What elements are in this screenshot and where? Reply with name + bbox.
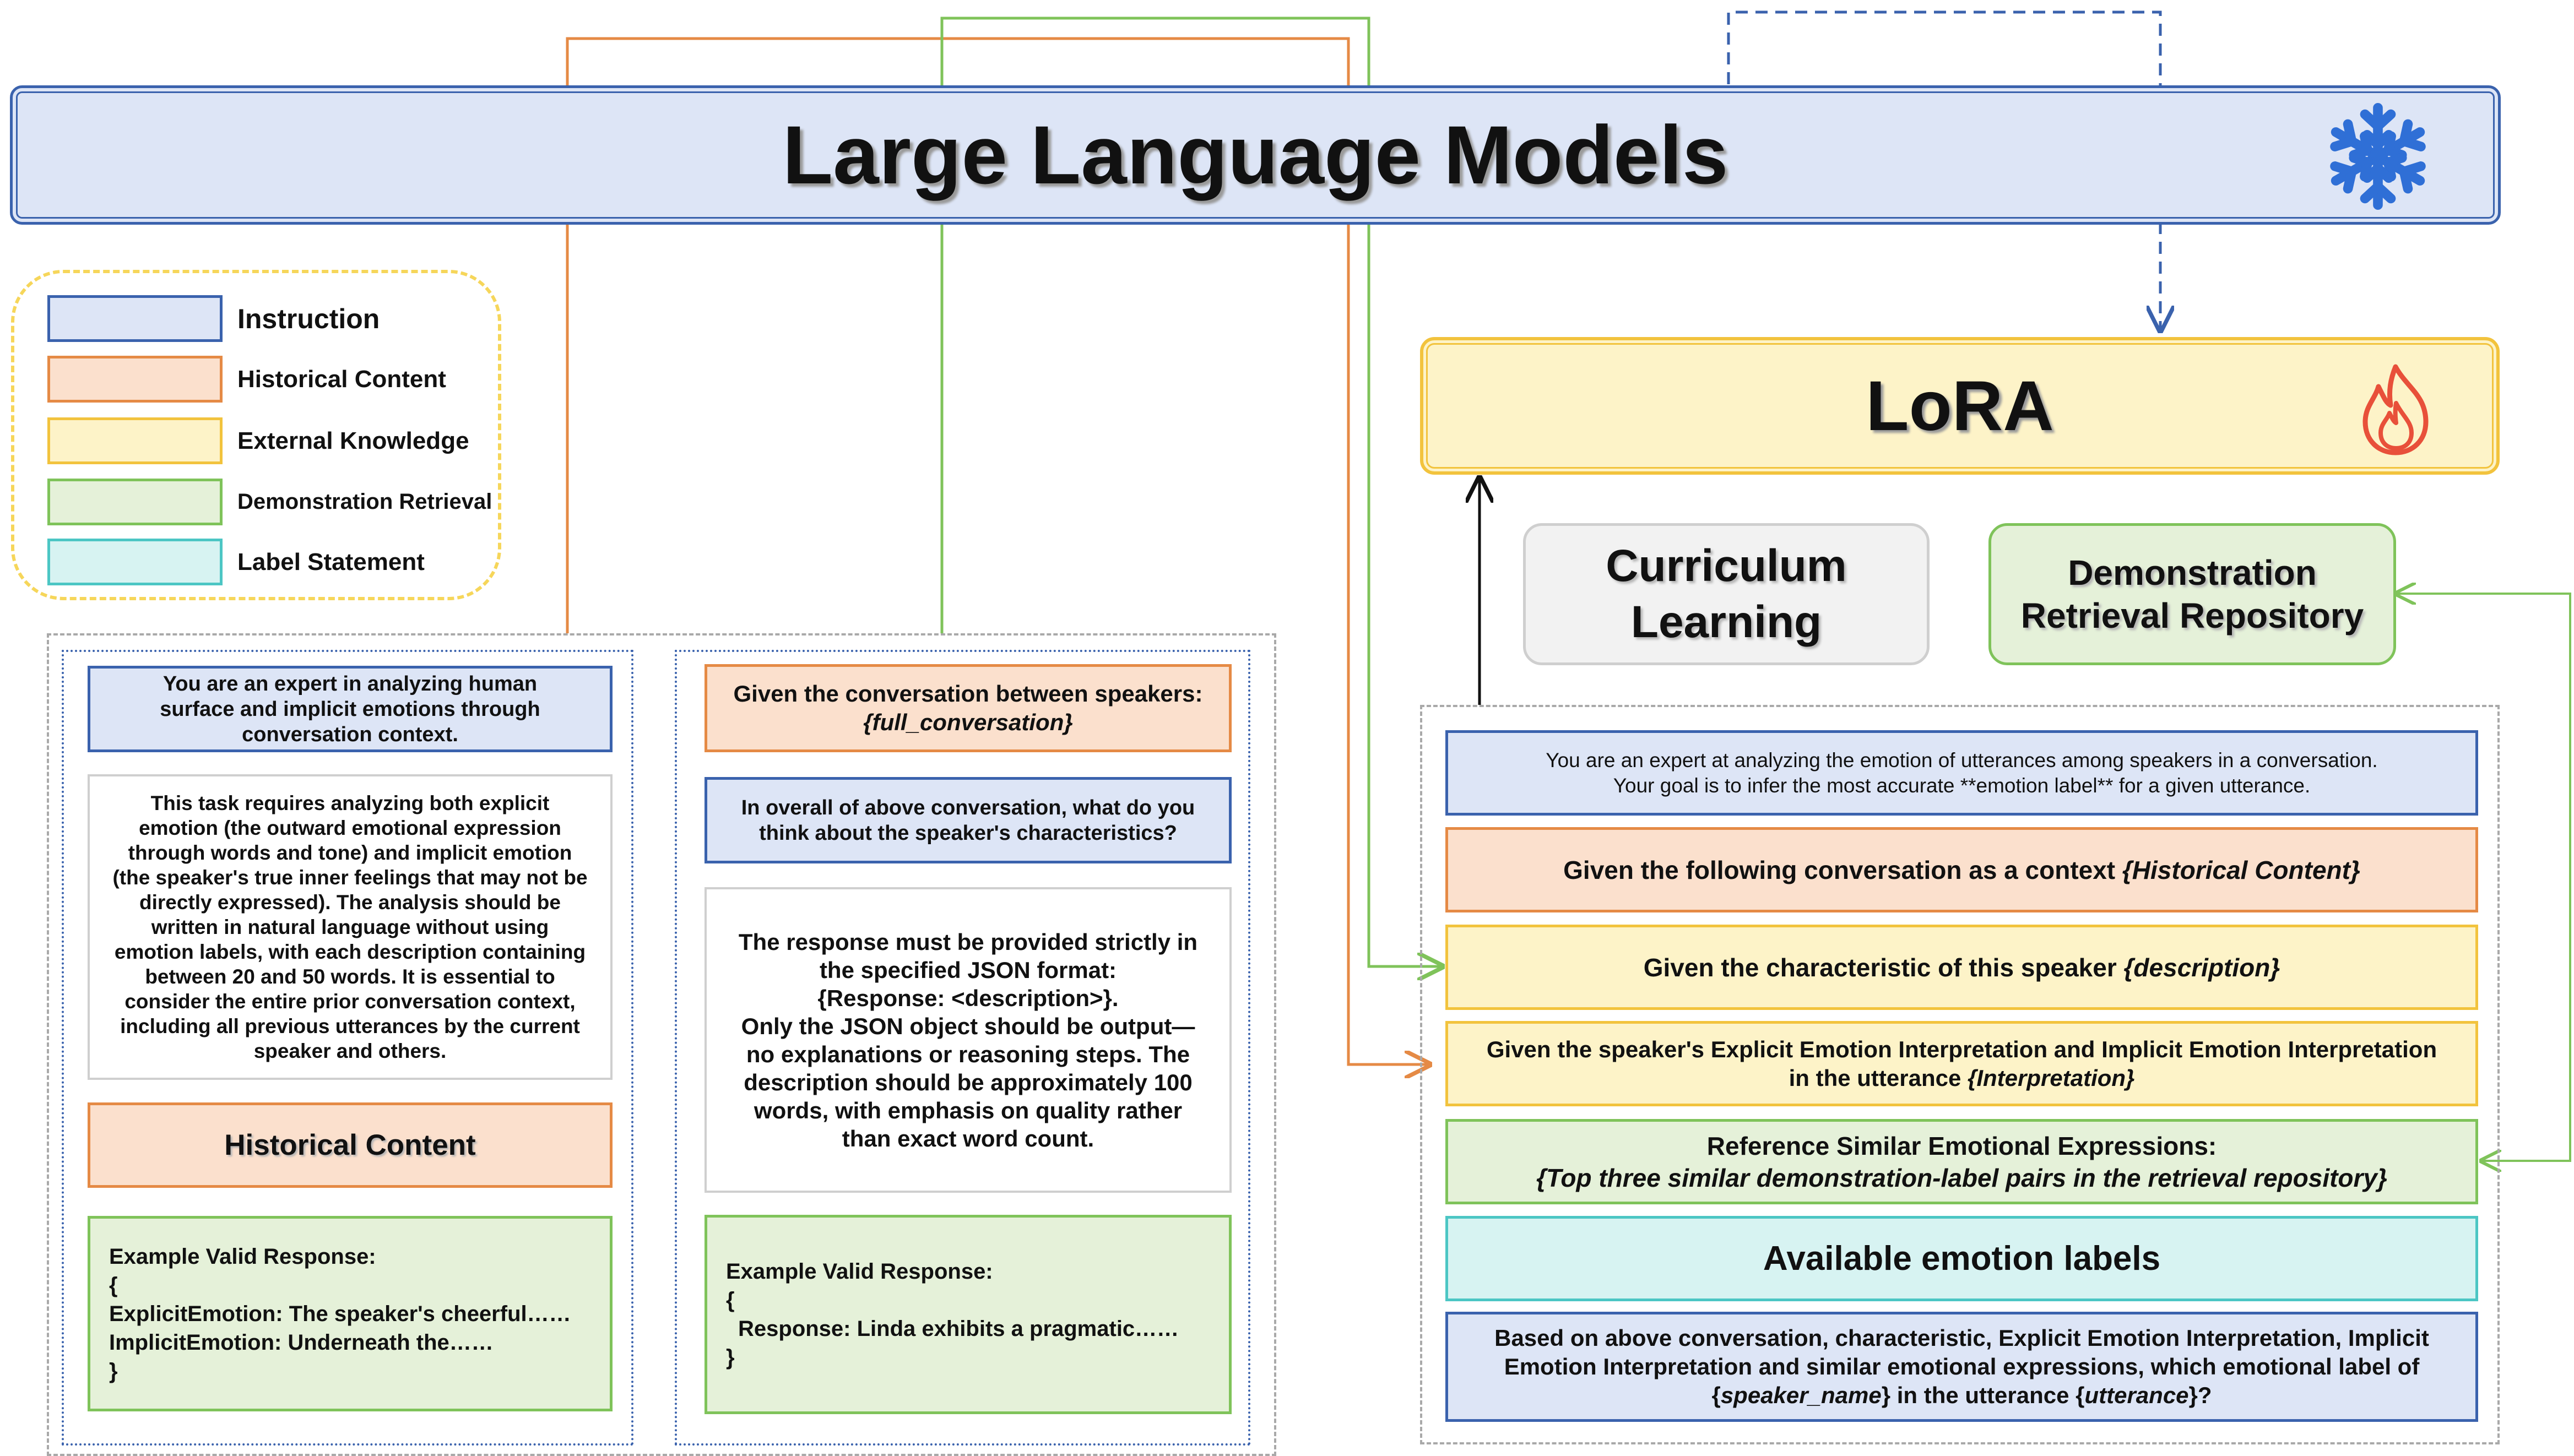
final-interpretation-prefix: in the utterance [1789,1064,1968,1091]
character-format-line-2: the specified JSON format: [819,957,1117,983]
lora-box: LoRA [1420,337,2500,475]
llm-title: Large Language Models [782,108,1728,201]
final-interpretation-line-1: Given the speaker's Explicit Emotion Int… [1486,1036,2437,1062]
final-instruction-box: You are an expert at analyzing the emoti… [1445,730,2478,816]
final-characteristic-box: Given the characteristic of this speaker… [1445,925,2478,1010]
fire-icon [2362,364,2429,455]
legend-label-2: Historical Content [237,365,446,393]
prompt-templates-container [47,633,1276,1456]
emotion-example-heading: Example Valid Response: [109,1244,376,1269]
final-question-brace-open: { [1711,1382,1721,1408]
character-given-box: Given the conversation between speakers:… [705,664,1232,752]
legend-swatch-5 [47,539,223,585]
character-format-line-3: {Response: <description>}. [817,985,1119,1011]
final-question-end: }? [2188,1382,2212,1408]
legend-label-4: Demonstration Retrieval [237,490,492,514]
final-question-line-3: {speaker_name} in the utterance {utteran… [1711,1381,2212,1410]
retrieval-repository-box: Demonstration Retrieval Repository [1988,523,2396,665]
legend-label-1: Instruction [237,303,380,334]
orange-flow-line [566,37,1429,1064]
legend-swatch-2 [47,356,223,403]
emotion-instruction-box: You are an expert in analyzing human sur… [88,666,613,752]
curriculum-line-1: Curriculum [1606,541,1847,591]
repository-line-1: Demonstration [2068,553,2317,593]
emotion-example-line-1: ExplicitEmotion: The speaker's cheerful…… [109,1301,571,1326]
emotion-example-box: Example Valid Response: { ExplicitEmotio… [88,1216,613,1411]
final-question-speaker-var: speaker_name [1720,1382,1882,1408]
lora-title: LoRA [1866,366,2054,446]
final-reference-box: Reference Similar Emotional Expressions:… [1445,1119,2478,1204]
final-interpretation-box: Given the speaker's Explicit Emotion Int… [1445,1021,2478,1106]
legend-label-3: External Knowledge [237,427,469,454]
emotion-interpretation-prompt: You are an expert in analyzing human sur… [62,650,633,1446]
character-given-prefix: Given the conversation between speakers: [733,681,1203,707]
character-example-heading: Example Valid Response: [726,1259,993,1284]
legend-swatch-3 [47,417,223,464]
character-example-open: { [726,1288,735,1312]
final-characteristic-prefix: Given the characteristic of this speaker [1643,953,2124,982]
final-context-box: Given the following conversation as a co… [1445,827,2478,912]
final-context-prefix: Given the following conversation as a co… [1563,855,2122,884]
final-interpretation-line-2: in the utterance {Interpretation} [1789,1064,2135,1093]
final-question-box: Based on above conversation, characteris… [1445,1312,2478,1422]
character-format-line-8: than exact word count. [842,1125,1094,1151]
llm-header: Large Language Models [10,85,2501,225]
emotion-example-line-2: ImplicitEmotion: Underneath the…… [109,1330,494,1355]
final-context-var: {Historical Content} [2122,855,2360,884]
character-given-var: {full_conversation} [863,709,1073,735]
character-format-line-1: The response must be provided strictly i… [738,928,1198,955]
curriculum-line-2: Learning [1630,597,1822,647]
character-format-line-4: Only the JSON object should be output— [741,1013,1195,1039]
final-reference-line-1: Reference Similar Emotional Expressions: [1706,1131,2217,1160]
final-interpretation-var: {Interpretation} [1968,1064,2135,1091]
characteristic-prompt: Given the conversation between speakers:… [675,650,1250,1446]
character-format-line-6: description should be approximately 100 [744,1069,1193,1095]
emotion-historical-content-box: Historical Content [88,1102,613,1188]
final-question-utterance-var: utterance [2084,1382,2189,1408]
final-reference-line-2: {Top three similar demonstration-label p… [1536,1163,2387,1192]
character-example-close: } [726,1345,735,1370]
final-characteristic-var: {description} [2123,953,2280,982]
character-question-box: In overall of above conversation, what d… [705,777,1232,863]
final-instruction-line-2: Your goal is to infer the most accurate … [1613,774,2311,797]
character-format-line-5: no explanations or reasoning steps. The [746,1041,1190,1067]
final-instruction-line-1: You are an expert at analyzing the emoti… [1546,748,2378,772]
character-format-line-7: words, with emphasis on quality rather [754,1097,1183,1123]
repository-line-2: Retrieval Repository [2020,596,2364,635]
final-labels-box: Available emotion labels [1445,1216,2478,1301]
character-example-line-1: Response: Linda exhibits a pragmatic…… [738,1317,1179,1341]
final-question-line-1: Based on above conversation, characteris… [1494,1325,2429,1351]
emotion-example-open: { [109,1273,118,1297]
legend-swatch-4 [47,479,223,525]
emotion-recognition-prompt: You are an expert at analyzing the emoti… [1420,705,2500,1444]
final-question-middle: } in the utterance { [1881,1382,2085,1408]
legend-label-5: Label Statement [237,548,425,575]
character-format-box: The response must be provided strictly i… [705,887,1232,1193]
snowflake-icon [2324,102,2432,210]
final-question-line-2: Emotion Interpretation and similar emoti… [1504,1354,2420,1379]
emotion-example-close: } [109,1359,118,1383]
curriculum-learning-box: Curriculum Learning [1523,523,1930,665]
emotion-task-box: This task requires analyzing both explic… [88,774,613,1080]
legend-swatch-1 [47,295,223,342]
character-example-box: Example Valid Response: { Response: Lind… [705,1215,1232,1414]
